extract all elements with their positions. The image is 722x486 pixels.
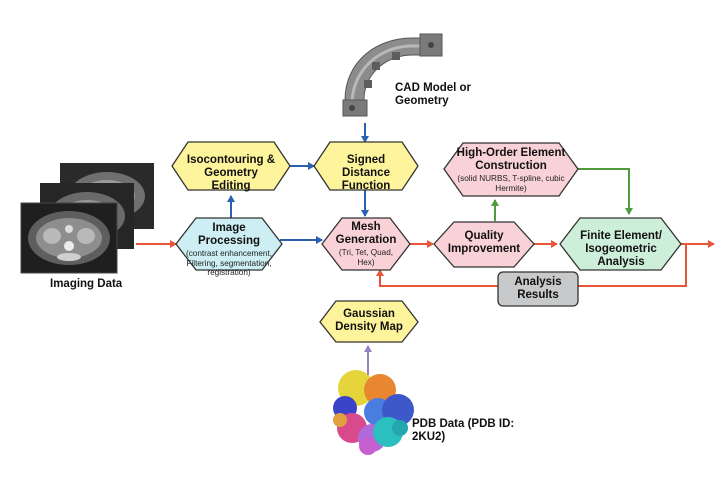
- isocontouring-label: Isocontouring & Geometry Editing: [186, 154, 276, 194]
- protein-molecule-cluster: [333, 370, 414, 455]
- finite-element-label: Finite Element/ Isogeometric Analysis: [566, 230, 676, 270]
- signed-distance-label: Signed Distance Function: [326, 154, 406, 194]
- signed-distance-title: Signed Distance Function: [341, 154, 391, 193]
- cad-model-caption: CAD Model or Geometry: [395, 82, 472, 108]
- gaussian-node: [319, 300, 419, 343]
- mesh-generation-title: Mesh Generation: [335, 221, 397, 247]
- analysis-results-title: Analysis Results: [514, 276, 562, 302]
- mesh-generation-label: Mesh Generation (Tri, Tet, Quad, Hex): [334, 221, 398, 267]
- mesh-generation-node: [321, 217, 411, 271]
- finite-element-node: [559, 217, 682, 271]
- analysis-results-label: Analysis Results: [503, 276, 573, 302]
- analysis-results-node: [497, 271, 579, 307]
- imaging-data-caption: Imaging Data: [50, 278, 123, 290]
- mesh-generation-subtitle: (Tri, Tet, Quad, Hex): [338, 248, 394, 267]
- high-order-title: High-Order Element Construction: [456, 147, 566, 173]
- image-processing-label: Image Processing (contrast enhancement, …: [180, 222, 278, 278]
- high-order-node: [443, 142, 579, 197]
- quality-node: [433, 221, 535, 268]
- finite-element-title: Finite Element/ Isogeometric Analysis: [580, 230, 662, 269]
- high-order-label: High-Order Element Construction (solid N…: [452, 147, 570, 193]
- gear-segment-cad-part: [342, 33, 443, 117]
- image-processing-subtitle: (contrast enhancement, Filtering, segmen…: [185, 249, 273, 278]
- isocontouring-node: [171, 141, 291, 191]
- quality-label: Quality Improvement: [446, 230, 522, 256]
- gaussian-title: Gaussian Density Map: [335, 308, 403, 334]
- high-order-subtitle: (solid NURBS, T-spline, cubic Hermite): [457, 174, 565, 193]
- image-processing-node: [175, 217, 283, 271]
- quality-title: Quality Improvement: [447, 230, 521, 256]
- isocontouring-title: Isocontouring & Geometry Editing: [186, 154, 276, 193]
- ct-scan-slices-image: [20, 163, 154, 274]
- gaussian-label: Gaussian Density Map: [330, 308, 408, 334]
- pdb-data-caption: PDB Data (PDB ID: 2KU2): [412, 418, 515, 444]
- image-processing-title: Image Processing: [198, 222, 260, 248]
- signed-distance-node: [313, 141, 419, 191]
